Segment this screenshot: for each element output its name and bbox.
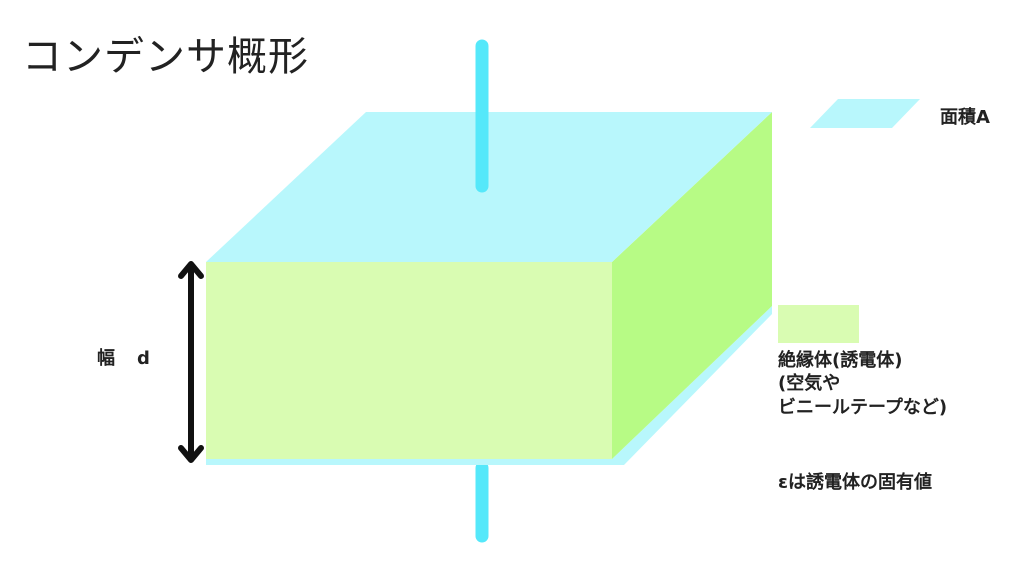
insulator-line: ビニールテープなど) — [778, 396, 948, 418]
epsilon-note: εは誘電体の固有値 — [778, 472, 933, 493]
area-legend-swatch — [810, 99, 920, 128]
width-arrow — [178, 261, 204, 463]
insulator-line: (空気や — [778, 373, 841, 395]
insulator-label: 絶縁体(誘電体) (空気や ビニールテープなど) — [778, 349, 947, 419]
width-arrow-head-bottom — [178, 445, 204, 463]
dielectric-side-face — [612, 112, 772, 459]
area-label: 面積A — [940, 107, 990, 128]
top-plate — [206, 112, 772, 262]
insulator-line: 絶縁体(誘電体) — [778, 350, 903, 371]
width-arrow-head-top — [178, 261, 204, 279]
width-symbol: d — [137, 348, 150, 369]
dielectric-front-face — [206, 262, 612, 459]
insulator-legend-swatch — [778, 305, 859, 343]
width-name: 幅 — [97, 348, 115, 369]
page-title: コンデンサ概形 — [22, 34, 309, 80]
